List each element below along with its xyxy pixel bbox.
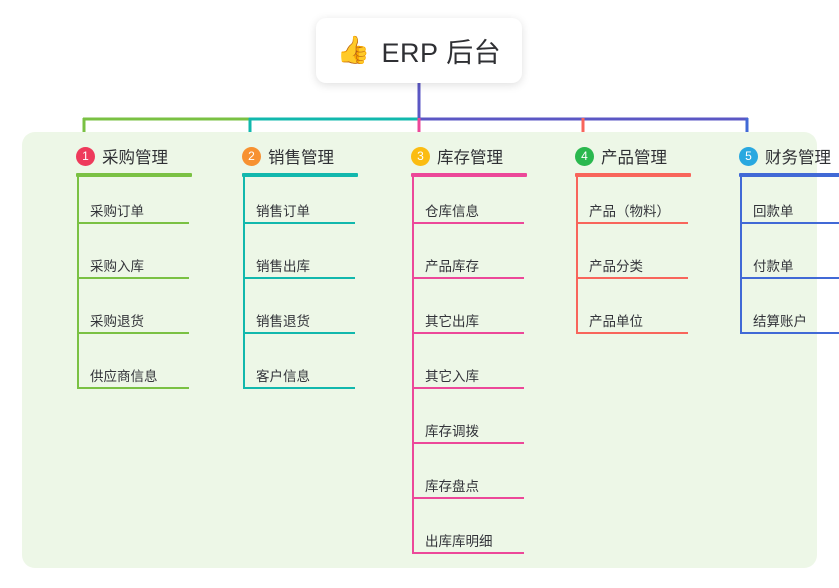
branch-item[interactable]: 产品单位 [576, 310, 688, 340]
branch-item-label: 销售出库 [256, 259, 310, 274]
branch-trunk [740, 177, 742, 334]
branch-title: 财务管理 [765, 149, 831, 167]
branch-item-label: 供应商信息 [90, 369, 158, 384]
branch-item-rule [243, 222, 355, 224]
branch-item-rule [412, 277, 524, 279]
branch-item-label: 产品库存 [425, 259, 479, 274]
branch-item-rule [243, 277, 355, 279]
branch-item[interactable]: 客户信息 [243, 365, 355, 395]
branch-header-rule [575, 173, 691, 177]
branch-item[interactable]: 采购订单 [77, 200, 189, 230]
branch-header-rule [76, 173, 192, 177]
branch-header-purchase[interactable]: 1 采购管理 [76, 144, 168, 168]
branch-item-rule [77, 387, 189, 389]
branch-item-label: 付款单 [753, 259, 794, 274]
branch-item[interactable]: 出库库明细 [412, 530, 524, 560]
branch-item-label: 销售退货 [256, 314, 310, 329]
branch-item[interactable]: 回款单 [740, 200, 839, 230]
branch-item-label: 客户信息 [256, 369, 310, 384]
branch-item[interactable]: 仓库信息 [412, 200, 524, 230]
branch-header-rule [242, 173, 358, 177]
branch-number-badge: 4 [575, 146, 594, 166]
branch-item-label: 库存盘点 [425, 479, 479, 494]
branch-item[interactable]: 供应商信息 [77, 365, 189, 395]
branch-item-label: 产品单位 [589, 314, 643, 329]
branch-item-label: 其它入库 [425, 369, 479, 384]
branch-item-label: 产品（物料） [589, 204, 670, 219]
branch-header-product[interactable]: 4 产品管理 [575, 144, 667, 168]
branch-number-badge: 2 [242, 146, 261, 166]
branch-item-label: 销售订单 [256, 204, 310, 219]
branch-item-rule [576, 277, 688, 279]
branch-item[interactable]: 产品分类 [576, 255, 688, 285]
root-title: ERP 后台 [381, 38, 502, 68]
branch-item-rule [576, 222, 688, 224]
branch-item[interactable]: 库存调拨 [412, 420, 524, 450]
branches-panel: 1 采购管理采购订单采购入库采购退货供应商信息 2 销售管理销售订单销售出库销售退货客… [22, 132, 839, 568]
branch-title: 库存管理 [437, 149, 503, 167]
branch-item[interactable]: 产品库存 [412, 255, 524, 285]
branch-item-rule [77, 222, 189, 224]
branch-trunk [77, 177, 79, 389]
branch-trunk [243, 177, 245, 389]
branch-number-badge: 5 [739, 146, 758, 166]
branch-header-rule [411, 173, 527, 177]
branch-item-label: 库存调拨 [425, 424, 479, 439]
branch-header-sales[interactable]: 2 销售管理 [242, 144, 334, 168]
branch-item-label: 采购入库 [90, 259, 144, 274]
branch-item-rule [243, 387, 355, 389]
branch-header-rule [739, 173, 839, 177]
branch-item[interactable]: 产品（物料） [576, 200, 688, 230]
branch-item[interactable]: 销售订单 [243, 200, 355, 230]
branch-item[interactable]: 其它入库 [412, 365, 524, 395]
branch-item-rule [77, 332, 189, 334]
branch-item-label: 出库库明细 [425, 534, 493, 549]
branch-item-rule [740, 222, 839, 224]
branch-item-label: 采购订单 [90, 204, 144, 219]
root-node[interactable]: 👍 ERP 后台 [316, 18, 522, 83]
branch-item-rule [412, 222, 524, 224]
branch-title: 采购管理 [102, 149, 168, 167]
branch-item[interactable]: 采购入库 [77, 255, 189, 285]
branch-item-rule [412, 332, 524, 334]
branch-item-label: 采购退货 [90, 314, 144, 329]
branch-item-rule [243, 332, 355, 334]
branch-item[interactable]: 库存盘点 [412, 475, 524, 505]
branch-item[interactable]: 采购退货 [77, 310, 189, 340]
branch-item-rule [740, 332, 839, 334]
branch-header-inventory[interactable]: 3 库存管理 [411, 144, 503, 168]
branch-item-rule [412, 387, 524, 389]
branch-trunk [412, 177, 414, 554]
branch-title: 销售管理 [268, 149, 334, 167]
branch-item-label: 产品分类 [589, 259, 643, 274]
branch-item-rule [412, 442, 524, 444]
branch-item-label: 结算账户 [753, 314, 807, 329]
branch-item-label: 回款单 [753, 204, 794, 219]
thumbs-up-icon: 👍 [336, 35, 371, 66]
branch-trunk [576, 177, 578, 334]
branch-item[interactable]: 付款单 [740, 255, 839, 285]
branch-item[interactable]: 结算账户 [740, 310, 839, 340]
branch-item-rule [576, 332, 688, 334]
branch-header-finance[interactable]: 5 财务管理 [739, 144, 831, 168]
branch-item[interactable]: 销售出库 [243, 255, 355, 285]
branch-item-rule [77, 277, 189, 279]
branch-title: 产品管理 [601, 149, 667, 167]
branch-item-rule [412, 497, 524, 499]
branch-item-rule [412, 552, 524, 554]
branch-item-label: 仓库信息 [425, 204, 479, 219]
branch-number-badge: 3 [411, 146, 430, 166]
branch-item-label: 其它出库 [425, 314, 479, 329]
branch-item-rule [740, 277, 839, 279]
branch-item[interactable]: 销售退货 [243, 310, 355, 340]
branch-item[interactable]: 其它出库 [412, 310, 524, 340]
branch-number-badge: 1 [76, 146, 95, 166]
